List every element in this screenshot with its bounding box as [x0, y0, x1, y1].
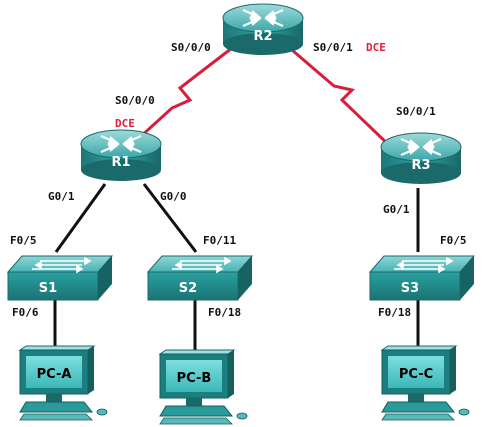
mouse-icon	[458, 408, 470, 416]
port-label-r1-g00: G0/0	[160, 190, 187, 203]
port-label-s2-f011: F0/11	[203, 234, 236, 247]
pc-b[interactable]: PC-B	[158, 349, 248, 425]
router-r2[interactable]: R2	[222, 3, 304, 55]
router-r1-label: R1	[111, 155, 130, 170]
switch-s1-label: S1	[39, 281, 57, 296]
switch-s2-label: S2	[179, 281, 197, 296]
switch-s1[interactable]: S1	[6, 255, 114, 301]
port-label-s1-f06: F0/6	[12, 306, 39, 319]
router-r1[interactable]: R1	[80, 129, 162, 181]
serial-link-r2-r3	[291, 48, 394, 150]
mouse-icon	[236, 412, 248, 420]
dce-label-r1: DCE	[115, 117, 135, 130]
port-label-s1-f05: F0/5	[10, 234, 37, 247]
port-label-s3-f05: F0/5	[440, 234, 467, 247]
ethernet-link-r1-s2	[142, 183, 198, 253]
router-r3-label: R3	[411, 158, 430, 173]
port-label-r3-s001: S0/0/1	[396, 105, 436, 118]
router-arrows-icon	[100, 134, 142, 154]
port-label-s2-f018: F0/18	[208, 306, 241, 319]
router-r2-label: R2	[253, 29, 272, 44]
port-label-r2-s000: S0/0/0	[171, 41, 211, 54]
pc-a[interactable]: PC-A	[18, 345, 108, 421]
switch-arrows-icon	[394, 256, 454, 274]
pc-b-label: PC-B	[177, 371, 212, 386]
port-label-r1-g01: G0/1	[48, 190, 75, 203]
port-label-r1-s000: S0/0/0	[115, 94, 155, 107]
router-arrows-icon	[400, 137, 442, 157]
port-label-s3-f018: F0/18	[378, 306, 411, 319]
switch-arrows-icon	[32, 256, 92, 274]
port-labels: S0/0/0 S0/0/1 DCE S0/0/0 DCE S0/0/1 G0/1…	[10, 41, 467, 319]
pc-a-label: PC-A	[37, 367, 72, 382]
serial-link-r1-r2	[126, 46, 233, 150]
router-arrows-icon	[242, 8, 284, 28]
dce-label-r2: DCE	[366, 41, 386, 54]
mouse-icon	[96, 408, 108, 416]
keyboard-icon	[381, 413, 455, 421]
keyboard-icon	[19, 413, 93, 421]
links	[53, 46, 420, 352]
pc-c[interactable]: PC-C	[380, 345, 470, 421]
switch-s3[interactable]: S3	[368, 255, 476, 301]
switch-s3-label: S3	[401, 281, 419, 296]
switch-s2[interactable]: S2	[146, 255, 254, 301]
switch-arrows-icon	[172, 256, 232, 274]
port-label-r3-g01: G0/1	[383, 203, 410, 216]
pc-c-label: PC-C	[399, 367, 433, 382]
ethernet-link-r1-s1	[54, 183, 107, 253]
router-r3[interactable]: R3	[380, 132, 462, 184]
keyboard-icon	[159, 417, 233, 425]
port-label-r2-s001: S0/0/1	[313, 41, 353, 54]
